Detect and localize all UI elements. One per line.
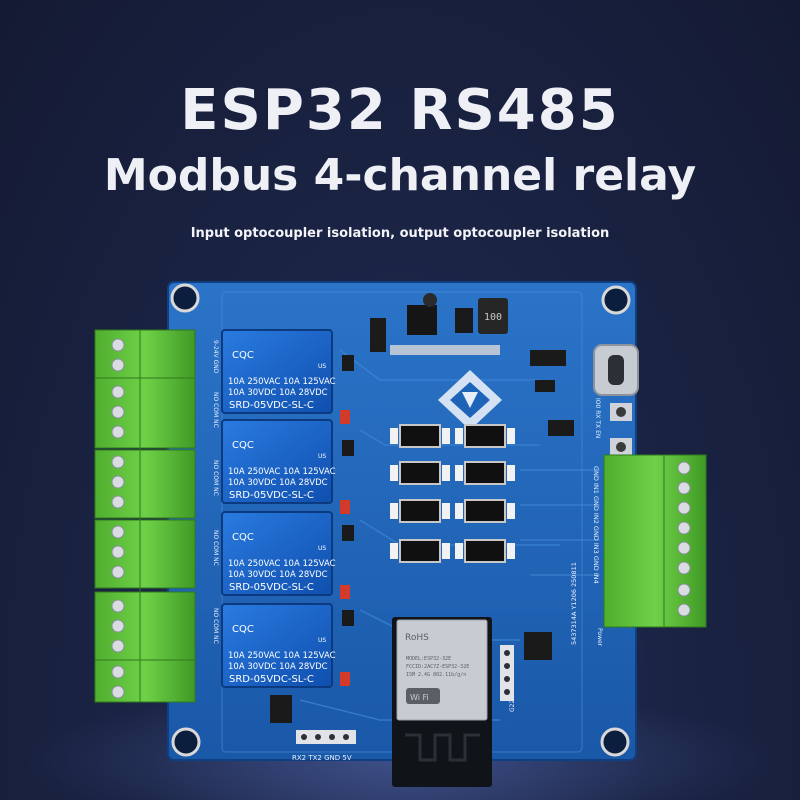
relay-model: SRD-05VDC-SL-C (229, 582, 314, 593)
brand-logo (438, 370, 502, 430)
relay-4: CQC US 10A 250VAC 10A 125VAC 10A 30VDC 1… (221, 603, 336, 688)
silk-relay-pins: NO COM NC (212, 460, 219, 496)
relay-rating: 10A 250VAC 10A 125VAC (228, 651, 336, 661)
silk-power: Power (596, 628, 603, 647)
left-terminal-blocks (94, 329, 196, 703)
gpio-pin-header (500, 645, 514, 701)
wifi-logo: Wi Fi (410, 693, 429, 702)
silk-relay-pins: NO COM NC (212, 608, 219, 644)
relay-rating: 10A 30VDC 10A 28VDC (228, 478, 328, 488)
silk-pin-header: RX2 TX2 GND 5V (292, 754, 352, 762)
title-line-1: ESP32 RS485 (180, 78, 620, 143)
driver-components (270, 355, 552, 723)
mounting-hole (170, 283, 631, 757)
inductor (478, 298, 508, 334)
silk-inputs: GND IN1 GND IN2 GND IN3 GND IN4 (592, 466, 600, 584)
relay-us-mark: US (318, 453, 326, 460)
relay-us-mark: US (318, 637, 326, 644)
inductor-marking: 100 (484, 312, 502, 323)
relay-cert: CQC (232, 350, 254, 361)
relay-us-mark: US (318, 363, 326, 370)
relay-rating: 10A 250VAC 10A 125VAC (228, 559, 336, 569)
relay-rating: 10A 30VDC 10A 28VDC (228, 388, 328, 398)
silk-serial: 5437314A Y1206 250811 (570, 562, 578, 645)
indicator-led (340, 410, 350, 686)
reset-button (610, 403, 632, 421)
relay-cert: CQC (232, 532, 254, 543)
rohs-mark: RoHS (405, 633, 429, 643)
silk-uart: IO0 RX TX EN (594, 398, 601, 438)
rs485-chip (548, 420, 574, 436)
silk-vin-label: 9-24V GND (212, 340, 219, 374)
relay-model: SRD-05VDC-SL-C (229, 490, 314, 501)
silk-relay-pins: NO COM NC (212, 392, 219, 428)
relay-3: CQC US 10A 250VAC 10A 125VAC 10A 30VDC 1… (221, 511, 336, 596)
module-band: ISM 2.4G 802.11b/g/n (406, 672, 466, 678)
relay-2: CQC US 10A 250VAC 10A 125VAC 10A 30VDC 1… (221, 419, 336, 504)
relay-cert: CQC (232, 624, 254, 635)
relay-model: SRD-05VDC-SL-C (229, 674, 314, 685)
relay-rating: 10A 250VAC 10A 125VAC (228, 377, 336, 387)
silk-relay-pins: NO COM NC (212, 530, 219, 566)
relay-model: SRD-05VDC-SL-C (229, 400, 314, 411)
relay-1: CQC US 10A 250VAC 10A 125VAC 10A 30VDC 1… (221, 329, 336, 414)
relay-us-mark: US (318, 545, 326, 552)
module-fcc: FCCID:2AC7Z-ESP32-32E (406, 664, 469, 670)
optocoupler-array (390, 424, 515, 563)
relay-cert: CQC (232, 440, 254, 451)
relay-rating: 10A 30VDC 10A 28VDC (228, 570, 328, 580)
boot-button (610, 438, 632, 456)
uart-pin-header (296, 730, 356, 744)
right-terminal-block (603, 454, 707, 628)
usb-c-port (593, 344, 639, 396)
relay-rating: 10A 250VAC 10A 125VAC (228, 467, 336, 477)
esp32-module: RoHS MODEL:ESP32-32E FCCID:2AC7Z-ESP32-3… (392, 617, 492, 787)
subtitle: Input optocoupler isolation, output opto… (190, 226, 610, 241)
title-line-2: Modbus 4-channel relay (103, 150, 697, 201)
relay-rating: 10A 30VDC 10A 28VDC (228, 662, 328, 672)
power-section: 100 (370, 293, 566, 392)
module-model: MODEL:ESP32-32E (406, 656, 451, 662)
